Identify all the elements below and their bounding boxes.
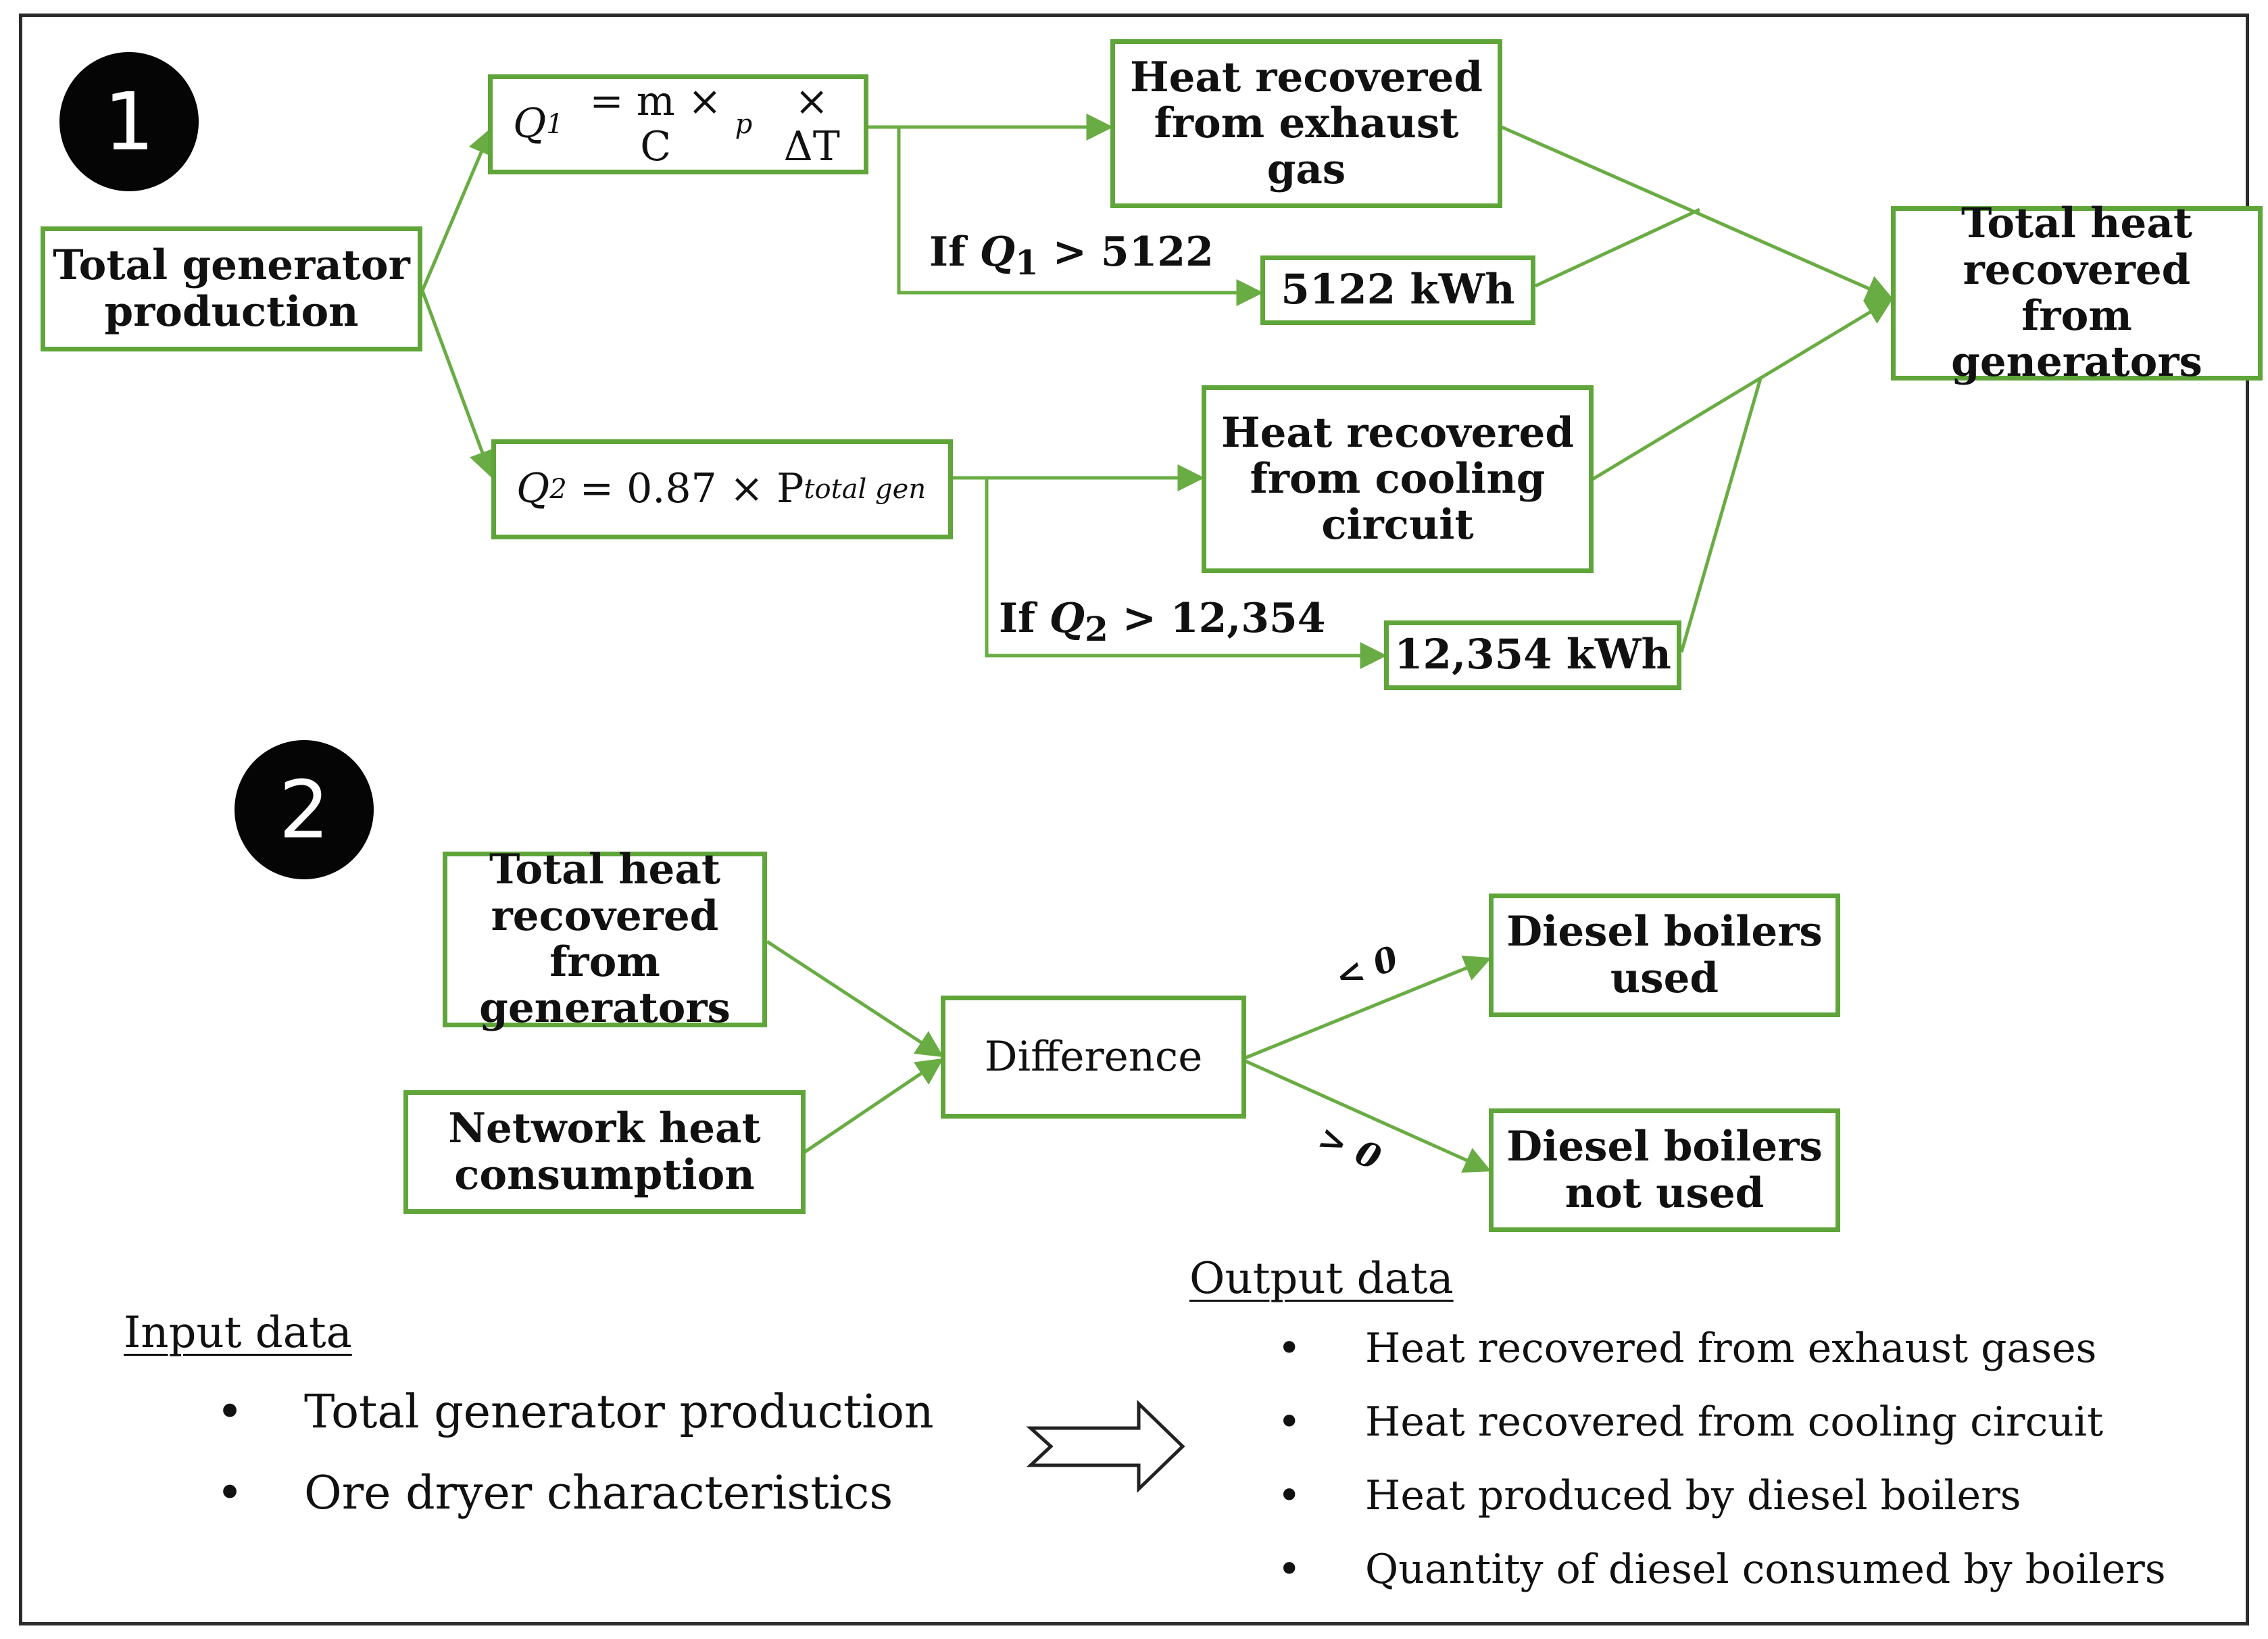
edge-cooling-to-total xyxy=(1590,298,1894,482)
input-data-item: Total generator production xyxy=(216,1386,934,1467)
edge-cap-exhaust-to-junction xyxy=(1534,207,1701,288)
edge-total-to-difference xyxy=(766,939,944,1058)
condition-q1-sub: 1 xyxy=(1015,243,1039,283)
condition-q2-value: 12,354 xyxy=(1170,595,1326,642)
output-data-item: Heat recovered from exhaust gases xyxy=(1277,1325,2166,1398)
diesel-boilers-used-node: Diesel boilers used xyxy=(1489,894,1840,1017)
heat-exhaust-node: Heat recovered from exhaust gas xyxy=(1110,39,1502,208)
q2-symbol: Q xyxy=(516,465,550,513)
difference-node: Difference xyxy=(941,996,1246,1119)
total-heat-recovered-input-node: Total heat recovered from generators xyxy=(443,847,767,1031)
section-2-badge: 2 xyxy=(235,740,374,879)
diesel-boilers-not-used-node: Diesel boilers not used xyxy=(1489,1108,1840,1232)
condition-q1-op: > xyxy=(1052,228,1087,276)
condition-q1-var: Q xyxy=(979,228,1016,276)
heat-cooling-node: Heat recovered from cooling circuit xyxy=(1202,385,1594,573)
diagram-frame xyxy=(19,14,2249,1625)
q2-subscript: 2 xyxy=(549,473,567,505)
q2-rhs: = 0.87 × P xyxy=(579,465,804,513)
q1-rhs-tail: × ΔT xyxy=(783,77,840,170)
condition-q1-value: 5122 xyxy=(1100,228,1214,276)
output-data-item: Heat produced by diesel boilers xyxy=(1277,1472,2166,1546)
cap-cooling-node: 12,354 kWh xyxy=(1384,620,1681,690)
condition-q1: If Q1 > 5122 xyxy=(929,228,1214,283)
edge-q1-to-cap-exhaust xyxy=(897,127,1264,306)
edge-production-to-q2 xyxy=(420,290,495,479)
condition-q2-var: Q xyxy=(1049,595,1085,642)
input-data-list: Total generator production Ore dryer cha… xyxy=(216,1386,934,1548)
input-data-item: Ore dryer characteristics xyxy=(216,1467,934,1548)
edge-q2-to-cap-cooling xyxy=(985,478,1387,669)
condition-q2-op: > xyxy=(1122,595,1157,642)
total-heat-recovered-node: Total heat recovered from generators xyxy=(1891,201,2263,385)
total-generator-production-node: Total generator production xyxy=(41,226,422,351)
q1-rhs: = m × C xyxy=(589,77,722,170)
edge-difference-to-not-used xyxy=(1244,1059,1492,1173)
output-data-list: Heat recovered from exhaust gases Heat r… xyxy=(1277,1325,2166,1619)
q1-rhs-subscript: p xyxy=(735,108,753,140)
input-to-output-arrow xyxy=(1026,1400,1185,1493)
condition-q1-if: If xyxy=(929,228,966,276)
cap-exhaust-node: 5122 kWh xyxy=(1260,255,1535,325)
q1-symbol: Q xyxy=(513,100,547,148)
section-1-badge: 1 xyxy=(59,52,199,191)
condition-q2-sub: 2 xyxy=(1085,609,1108,649)
condition-q2-if: If xyxy=(999,595,1035,642)
edge-production-to-q1 xyxy=(420,127,494,291)
edge-network-to-difference xyxy=(803,1058,944,1154)
output-data-title: Output data xyxy=(1189,1254,1454,1304)
edge-cap-cooling-to-junction xyxy=(1679,378,1762,653)
condition-q2: If Q2 > 12,354 xyxy=(999,595,1326,649)
output-data-item: Quantity of diesel consumed by boilers xyxy=(1277,1546,2166,1619)
q2-rhs-subscript: total gen xyxy=(804,473,927,505)
output-data-item: Heat recovered from cooling circuit xyxy=(1277,1398,2166,1472)
network-heat-consumption-node: Network heat consumption xyxy=(403,1090,806,1214)
input-data-title: Input data xyxy=(124,1308,352,1358)
q1-subscript: 1 xyxy=(546,108,564,140)
edge-difference-to-used xyxy=(1245,955,1492,1060)
